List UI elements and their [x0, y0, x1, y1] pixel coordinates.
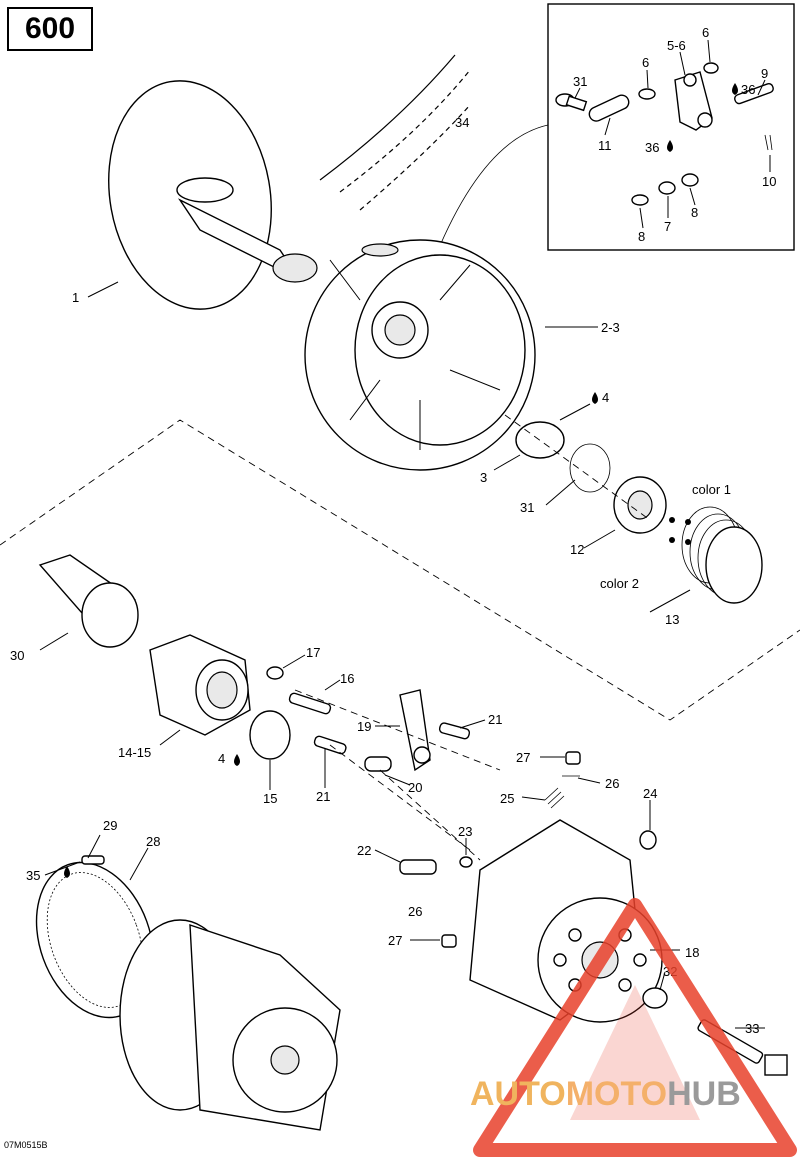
page-number: 600 — [24, 12, 76, 45]
sliding-sheave — [304, 239, 536, 471]
inset-callout-5-6: 5-6 — [667, 38, 686, 53]
callout-18: 18 — [685, 945, 699, 960]
circlip — [569, 443, 611, 493]
inset-callout-8b: 8 — [638, 229, 645, 244]
watermark-hub: HUB — [667, 1075, 741, 1113]
bushing-15 — [249, 710, 291, 760]
spring-seat — [613, 476, 667, 534]
watermark-auto: AUTO — [470, 1075, 566, 1113]
callout-17: 17 — [306, 645, 320, 660]
spring — [669, 506, 763, 604]
watermark-moto: MOTO — [565, 1075, 668, 1113]
inset-callout-36a: 36 — [645, 140, 659, 155]
cover — [38, 554, 139, 648]
callout-3: 3 — [480, 470, 487, 485]
callout-27a: 27 — [516, 750, 530, 765]
page-number-box: 600 — [7, 7, 93, 51]
assembled-clutch — [119, 919, 341, 1131]
washer-32 — [642, 987, 668, 1009]
callout-14-15: 14-15 — [118, 745, 151, 760]
callout-13: 13 — [665, 612, 679, 627]
inset-callout-11: 11 — [598, 138, 612, 153]
screw-29 — [81, 855, 105, 865]
nut-24 — [639, 830, 657, 850]
inset-callout-6b: 6 — [702, 25, 709, 40]
label-color-1: color 1 — [692, 482, 731, 497]
callout-15: 15 — [263, 791, 277, 806]
label-color-2: color 2 — [600, 576, 639, 591]
inset-callout-8a: 8 — [691, 205, 698, 220]
callout-4: 4 — [602, 390, 609, 405]
inset-callout-36b: 36 — [741, 82, 755, 97]
callout-16: 16 — [340, 671, 354, 686]
drive-belt — [319, 54, 471, 211]
callout-26b: 26 — [408, 904, 422, 919]
callout-24: 24 — [643, 786, 657, 801]
callout-29: 29 — [103, 818, 117, 833]
callout-12: 12 — [570, 542, 584, 557]
spider — [149, 634, 251, 736]
callout-2-3: 2-3 — [601, 320, 620, 335]
roller-27 — [565, 751, 581, 765]
callout-21b: 21 — [316, 789, 330, 804]
callout-30: 30 — [10, 648, 24, 663]
inset-callout-31: 31 — [573, 74, 587, 89]
figure-code: 07M0515B — [4, 1140, 48, 1150]
inset-callout-9: 9 — [761, 66, 768, 81]
callout-28: 28 — [146, 834, 160, 849]
callout-20: 20 — [408, 780, 422, 795]
screw-16 — [288, 692, 332, 715]
watermark-text: AUTOMOTOHUB — [470, 1075, 741, 1114]
callout-27b: 27 — [388, 933, 402, 948]
fixed-sheave — [108, 80, 318, 310]
watermark-logo — [473, 898, 797, 1157]
callout-labels: 1 2-3 3 4 31 12 13 color 1 color 2 34 30… — [10, 25, 776, 1036]
inset-detail-box — [547, 3, 795, 251]
centrifugal-lever — [313, 689, 471, 772]
washer-23 — [459, 856, 473, 868]
spring-25 — [544, 787, 565, 809]
inset-callout-10: 10 — [762, 174, 776, 189]
callout-35: 35 — [26, 868, 40, 883]
oil-drop-icon — [64, 83, 738, 878]
bolt-22 — [399, 859, 437, 875]
callout-23: 23 — [458, 824, 472, 839]
callout-4b: 4 — [218, 751, 225, 766]
bushing-3 — [515, 421, 565, 459]
callout-22: 22 — [357, 843, 371, 858]
callout-21a: 21 — [488, 712, 502, 727]
roller-27b — [441, 934, 457, 948]
callout-31: 31 — [520, 500, 534, 515]
callout-19: 19 — [357, 719, 371, 734]
callout-1: 1 — [72, 290, 79, 305]
callout-26a: 26 — [605, 776, 619, 791]
washer-17 — [266, 666, 284, 680]
inset-callout-7: 7 — [664, 219, 671, 234]
leader-lines — [39, 39, 771, 1029]
callout-33: 33 — [745, 1021, 759, 1036]
callout-34: 34 — [455, 115, 469, 130]
inset-callout-6a: 6 — [642, 55, 649, 70]
callout-25: 25 — [500, 791, 514, 806]
